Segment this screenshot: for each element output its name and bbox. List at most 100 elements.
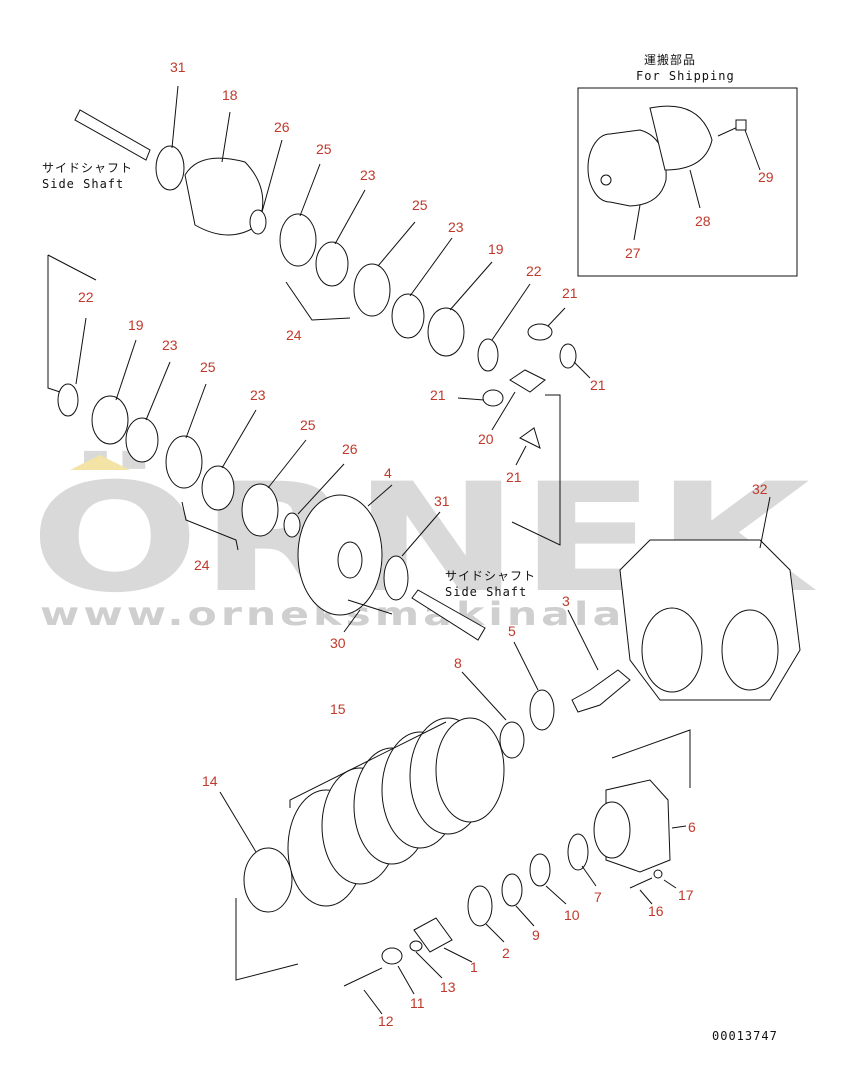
side-shaft-mid: サイドシャフト Side Shaft bbox=[411, 569, 536, 641]
label-32: 32 bbox=[752, 481, 768, 497]
left-stack: 22 19 23 25 23 25 26 24 bbox=[57, 289, 358, 573]
hub-27-bore bbox=[600, 174, 612, 186]
label-16: 16 bbox=[648, 903, 664, 919]
side-shaft-top-en: Side Shaft bbox=[42, 177, 124, 191]
label-28: 28 bbox=[695, 213, 711, 229]
gear-21-c bbox=[482, 389, 504, 407]
housing-group: 32 bbox=[619, 481, 801, 701]
bracket-6 bbox=[611, 729, 691, 788]
label-20: 20 bbox=[478, 431, 494, 447]
leader-23-top-a bbox=[334, 189, 366, 245]
label-6: 6 bbox=[688, 819, 696, 835]
label-21-b: 21 bbox=[590, 377, 606, 393]
leader-25-top-b bbox=[377, 221, 416, 267]
leader-27 bbox=[633, 204, 641, 241]
leader-23-left-b bbox=[221, 409, 257, 469]
gear-21-b bbox=[559, 343, 577, 369]
leader-6 bbox=[671, 825, 687, 829]
leader-28 bbox=[689, 169, 701, 209]
washer-17 bbox=[653, 869, 663, 879]
ring-19-top bbox=[427, 307, 465, 357]
label-24-left: 24 bbox=[194, 557, 210, 573]
label-29: 29 bbox=[758, 169, 774, 185]
bolt-30 bbox=[347, 599, 393, 615]
gear-21-a bbox=[527, 323, 553, 341]
label-12: 12 bbox=[378, 1013, 394, 1029]
leader-31-mid bbox=[401, 511, 441, 557]
bracket-15 bbox=[289, 721, 447, 808]
leader-21-b bbox=[573, 361, 591, 379]
leader-22-left bbox=[75, 317, 87, 385]
leader-7 bbox=[581, 865, 597, 887]
bracket-left-stack bbox=[47, 254, 97, 393]
ring-19-left bbox=[91, 395, 129, 445]
label-26-left: 26 bbox=[342, 441, 358, 457]
plate-25-top-b bbox=[353, 263, 391, 317]
bolt-29-head bbox=[735, 119, 747, 131]
leader-14 bbox=[219, 791, 257, 853]
side-shaft-mid-en: Side Shaft bbox=[445, 585, 527, 599]
leader-12 bbox=[363, 989, 383, 1015]
label-22-top: 22 bbox=[526, 263, 542, 279]
label-30: 30 bbox=[330, 635, 346, 651]
leader-21-d bbox=[515, 445, 527, 466]
plate-25-left-a bbox=[165, 435, 203, 489]
cage-group: 6 7 10 9 2 1 13 11 12 16 17 bbox=[343, 729, 696, 1029]
hub-27-body bbox=[609, 129, 667, 207]
leader-9 bbox=[515, 905, 535, 927]
leader-26-left bbox=[297, 463, 345, 515]
leader-25-top-a bbox=[299, 163, 321, 217]
gear-21-d bbox=[519, 427, 541, 449]
label-21-a: 21 bbox=[562, 285, 578, 301]
plate-25-left-b bbox=[241, 483, 279, 537]
spacer-8 bbox=[499, 721, 525, 759]
leader-31-top bbox=[171, 85, 179, 149]
washer-22-left bbox=[57, 383, 79, 417]
label-25-top-a: 25 bbox=[316, 141, 332, 157]
upper-stack: 31 18 26 25 23 25 23 19 22 21 21 21 20 2… bbox=[155, 59, 606, 485]
leader-19-top bbox=[449, 261, 493, 311]
leader-17 bbox=[663, 879, 677, 889]
cage-6-bore bbox=[593, 801, 631, 859]
label-31-top: 31 bbox=[170, 59, 186, 75]
label-25-top-b: 25 bbox=[412, 197, 428, 213]
label-23-left-a: 23 bbox=[162, 337, 178, 353]
label-31-mid: 31 bbox=[434, 493, 450, 509]
leader-26-top bbox=[261, 139, 283, 213]
bolt-12 bbox=[343, 967, 383, 987]
watermark-accent bbox=[70, 455, 130, 470]
bolt-16 bbox=[629, 877, 653, 889]
leader-3 bbox=[567, 609, 599, 671]
bearing-7 bbox=[567, 833, 589, 871]
leader-25-left-a bbox=[185, 383, 207, 439]
label-24-top: 24 bbox=[286, 327, 302, 343]
pinion-group: 3 5 8 bbox=[454, 593, 631, 759]
drawing-number: 00013747 bbox=[712, 1029, 778, 1043]
disc-23-top-a bbox=[315, 241, 349, 287]
label-3: 3 bbox=[562, 593, 570, 609]
gasket-28 bbox=[649, 105, 713, 171]
shipping-box: 運搬部品 For Shipping 29 28 27 bbox=[577, 52, 798, 277]
housing-32 bbox=[619, 539, 801, 701]
side-shaft-mid-jp: サイドシャフト bbox=[445, 569, 536, 583]
leader-18 bbox=[221, 111, 231, 163]
disc-15-f bbox=[435, 717, 505, 823]
leader-25-left-b bbox=[267, 439, 307, 489]
label-27: 27 bbox=[625, 245, 641, 261]
leader-20 bbox=[491, 391, 516, 431]
label-21-c: 21 bbox=[430, 387, 446, 403]
label-2: 2 bbox=[502, 945, 510, 961]
case-18 bbox=[184, 157, 264, 236]
brake-disc-group: 15 14 bbox=[202, 701, 505, 981]
label-9: 9 bbox=[532, 927, 540, 943]
label-5: 5 bbox=[508, 623, 516, 639]
label-26-top: 26 bbox=[274, 119, 290, 135]
coupling-1 bbox=[413, 917, 453, 953]
leader-1 bbox=[443, 947, 473, 963]
washer-26-top bbox=[249, 209, 267, 235]
disc-23-top-b bbox=[391, 293, 425, 339]
shipping-box-frame bbox=[577, 87, 798, 277]
label-23-top-a: 23 bbox=[360, 167, 376, 183]
housing-32-bore-right bbox=[721, 609, 779, 691]
